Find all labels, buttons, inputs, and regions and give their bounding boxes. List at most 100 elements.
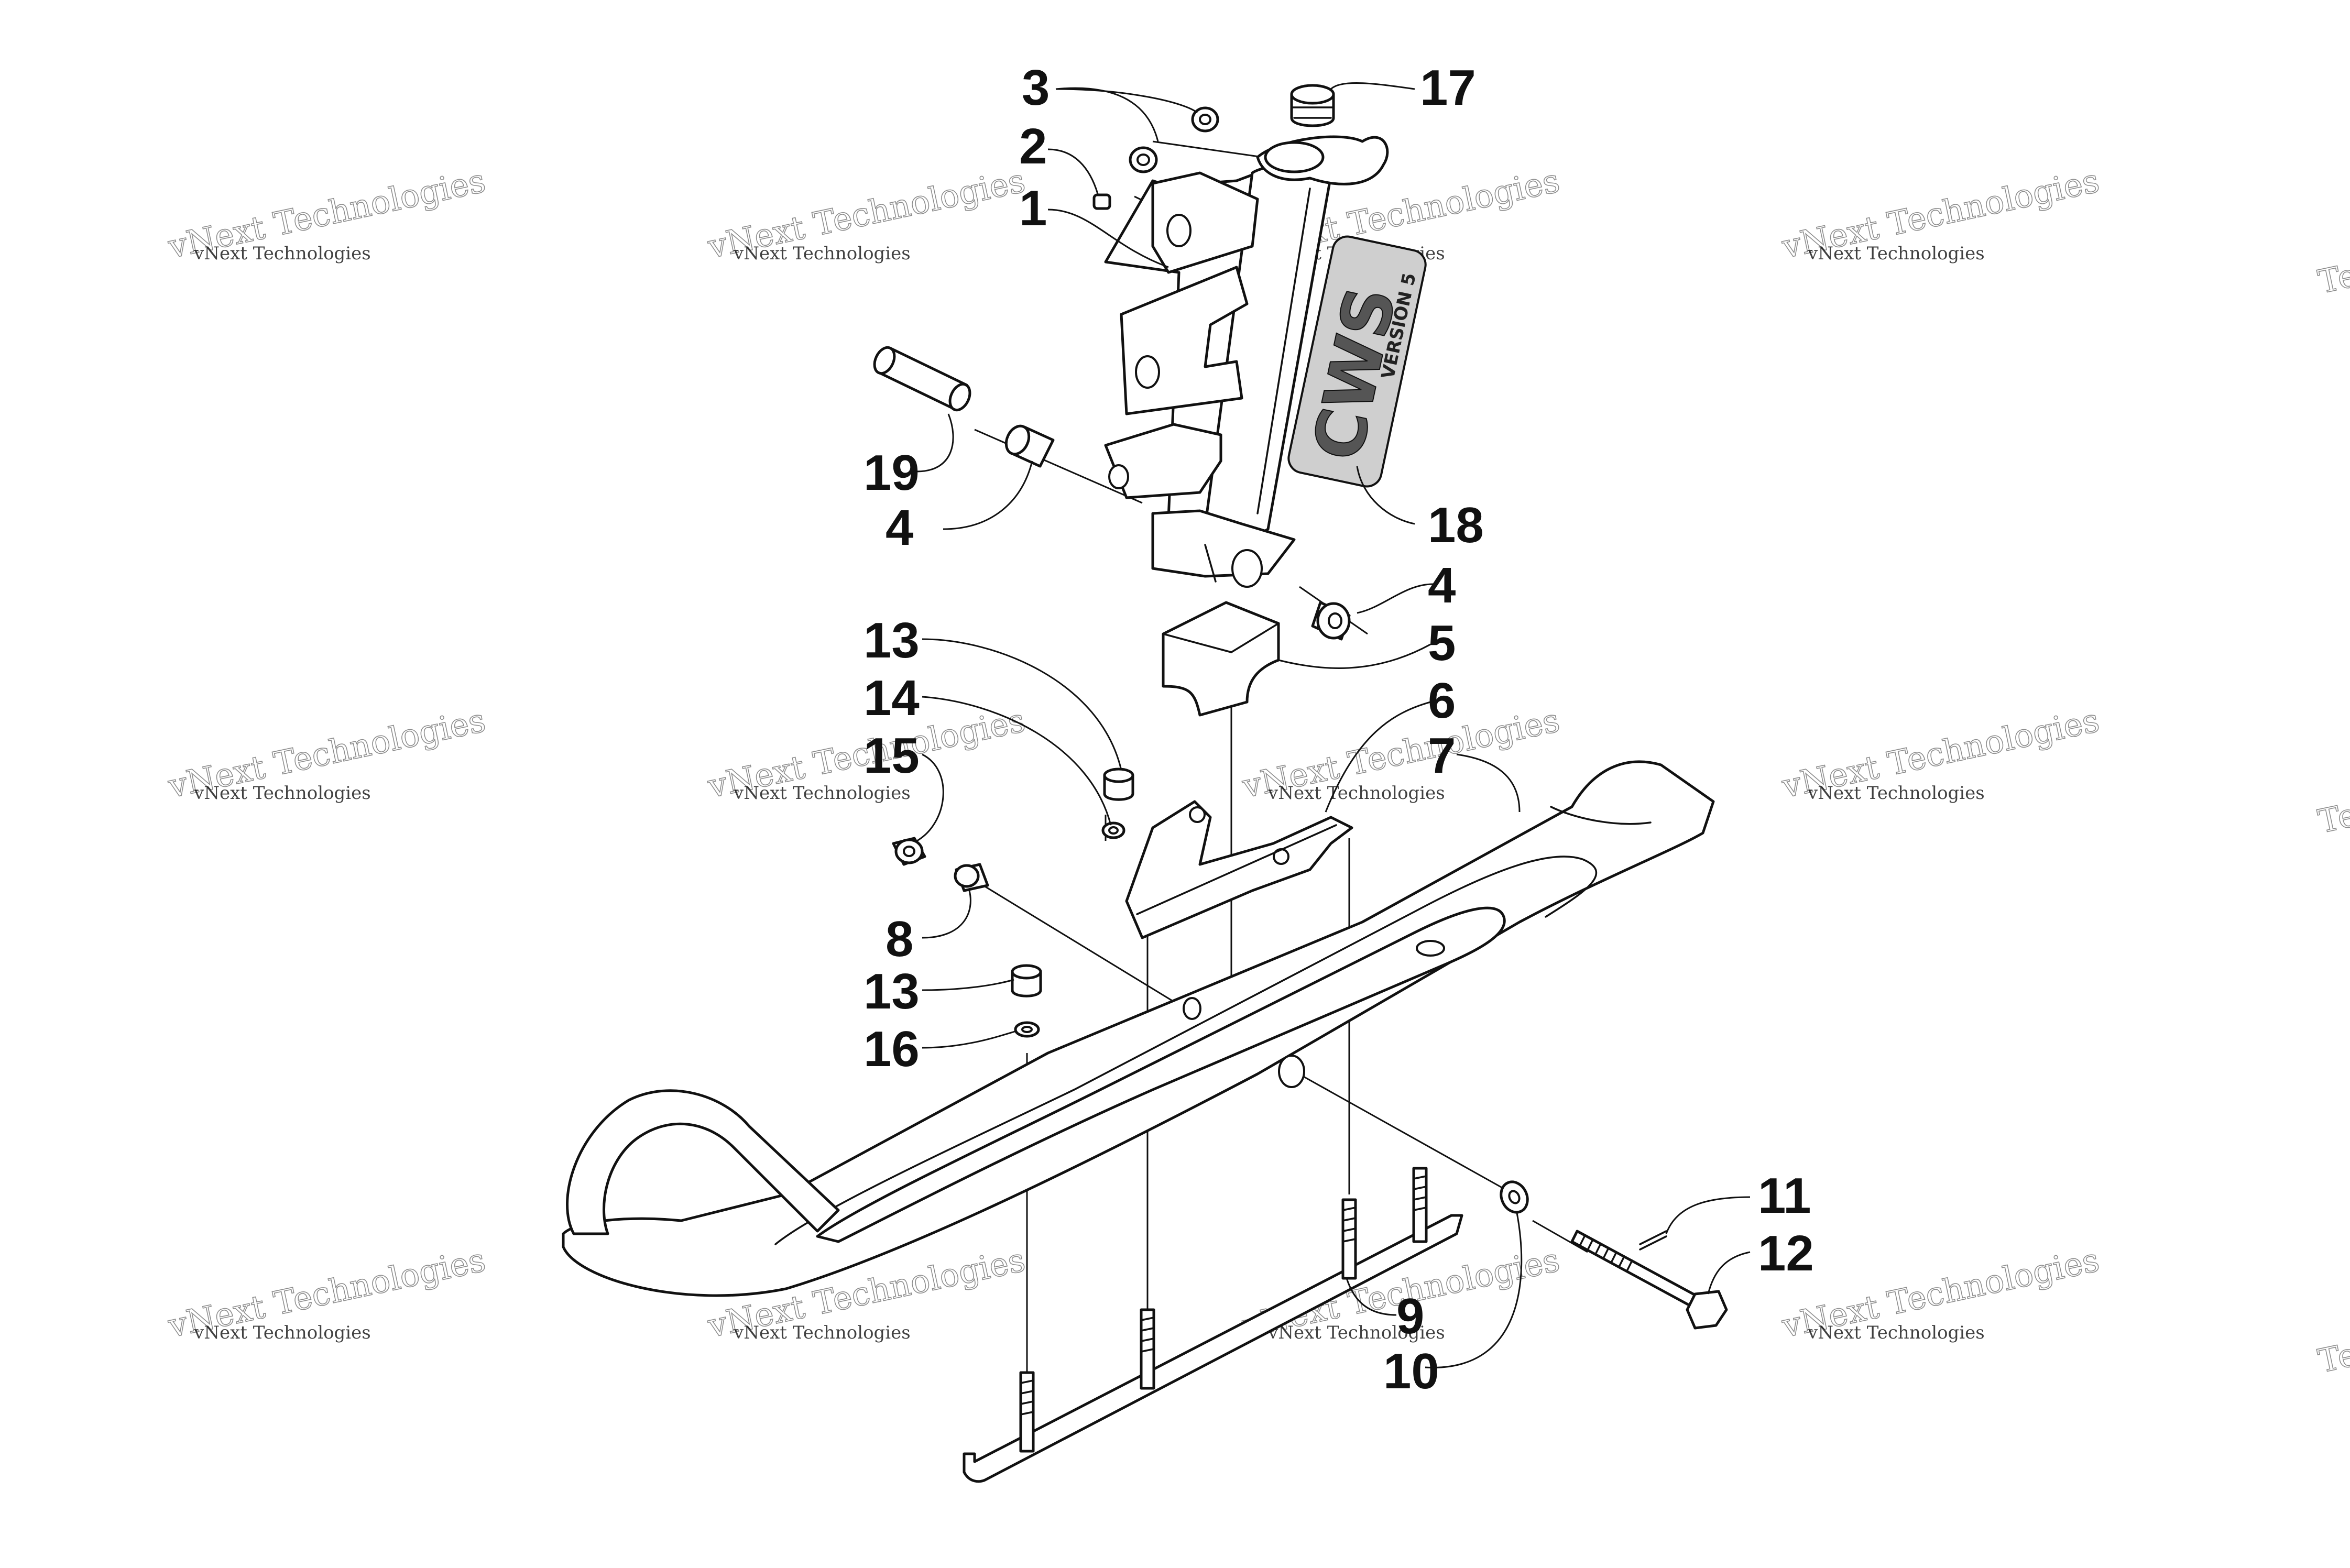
washer-hole [1199, 114, 1211, 125]
ski-tip-line [1550, 806, 1652, 825]
leader-8 [922, 890, 971, 939]
leader-3 [1055, 88, 1198, 114]
leader-18 [1356, 466, 1415, 525]
cap-top [1290, 84, 1335, 105]
watermark: vNext Technologies vNext Technologies [1238, 700, 1563, 806]
ski-hole [1278, 1055, 1305, 1088]
leader-4 [943, 460, 1033, 530]
knuckle-hole [1231, 549, 1263, 588]
stud-thread [1020, 1175, 1427, 1416]
callout-6: 6 [1428, 673, 1456, 729]
watermark-big-text: Technologies [2315, 759, 2350, 841]
callout-4: 4 [1428, 557, 1456, 613]
leader-16 [922, 1030, 1017, 1049]
sleeve-part-8 [954, 863, 989, 892]
saddle-edge [1162, 633, 1232, 653]
bolt-thread [1571, 1230, 1633, 1272]
cotter-pin [1639, 1230, 1667, 1245]
ski-hole [1183, 997, 1201, 1020]
cotter-pin [1204, 544, 1217, 583]
sleeve-end [873, 346, 896, 375]
watermark-edge: Technologies [2314, 1298, 2350, 1380]
bushing-hole [1328, 612, 1342, 629]
watermark: vNext Technologies vNext Technologies [1778, 161, 2103, 266]
watermark-small-text: vNext Technologies [733, 783, 911, 804]
watermark-big-text: Technologies [2315, 219, 2350, 301]
ski-saddle-part-6 [1125, 800, 1353, 939]
nut-part-13-upper [1103, 767, 1134, 801]
washer-part-14 [1101, 821, 1125, 839]
watermark-edge: Technologies [2314, 218, 2350, 301]
leader-13b [922, 979, 1014, 991]
cotter-pin-part-11 [1639, 1230, 1667, 1251]
saddle-part-5 [1162, 601, 1280, 717]
leader-3 [1055, 87, 1159, 142]
clamp-hole [1166, 214, 1192, 247]
callout-9: 9 [1396, 1288, 1424, 1344]
ski-part-7 [562, 760, 1715, 1297]
bushing-end [1004, 424, 1031, 456]
wear-bar-stud [1412, 1167, 1428, 1243]
ski-saddle [1125, 800, 1353, 939]
lock-nut-top [1103, 767, 1134, 783]
nut-hole [1136, 153, 1150, 166]
ski-loop-handle [566, 1089, 840, 1235]
bushing-part-4-right [1311, 601, 1351, 641]
watermark-small-text: vNext Technologies [193, 1322, 371, 1343]
callout-7: 7 [1428, 728, 1456, 784]
lower-bracket [1104, 423, 1222, 499]
callout-11: 11 [1758, 1168, 1811, 1224]
callouts: 3 2 1 17 19 4 18 4 5 13 14 6 15 7 8 13 1… [864, 60, 1814, 1399]
callout-3: 3 [1022, 60, 1050, 116]
decal-part-18: CWS VERSION 5 [1287, 235, 1427, 488]
ski-channel-inner [816, 906, 1506, 1243]
watermark: vNext Technologies vNext Technologies [164, 700, 489, 806]
watermark-edge: Technologies [2314, 758, 2350, 841]
watermark-small-text: vNext Technologies [1807, 243, 1985, 264]
callout-17: 17 [1420, 60, 1476, 116]
callout-8: 8 [886, 911, 913, 967]
saddle-hole [1189, 806, 1206, 823]
spindle-part-1 [1104, 135, 1389, 588]
leader-14 [922, 696, 1112, 826]
ski-hole [1416, 940, 1445, 957]
callout-10: 10 [1383, 1343, 1439, 1399]
leader-7 [1456, 753, 1521, 813]
callout-4: 4 [886, 500, 913, 556]
sleeve-end [948, 382, 971, 412]
cap-part-17 [1290, 84, 1335, 127]
leader-19 [916, 413, 954, 473]
callout-14: 14 [864, 670, 920, 726]
leader-17 [1330, 82, 1415, 90]
ski-channel-outer [774, 856, 1598, 1245]
cotter-pin [1639, 1235, 1667, 1251]
callout-12: 12 [1758, 1225, 1814, 1281]
watermark-small-text: vNext Technologies [733, 243, 911, 264]
grease-fitting-part-2 [1092, 193, 1111, 210]
callout-19: 19 [864, 445, 920, 501]
saddle-flange [1136, 824, 1337, 915]
leader-10 [1425, 1212, 1523, 1368]
watermark: vNext Technologies vNext Technologies [704, 161, 1029, 266]
wear-bar [963, 1214, 1463, 1483]
lock-nut-top [1011, 964, 1042, 980]
leader-15 [916, 753, 944, 842]
axis-line [1294, 1070, 1515, 1196]
watermark-small-text: vNext Technologies [1807, 1322, 1985, 1343]
callout-1: 1 [1019, 180, 1047, 236]
callout-5: 5 [1428, 615, 1456, 671]
leader-11 [1665, 1196, 1751, 1234]
nut-part-13-lower [1011, 964, 1042, 997]
tube-highlight [1256, 188, 1311, 514]
leader-13a [922, 638, 1122, 771]
leader-1 [1047, 209, 1169, 268]
saddle-edge [1230, 622, 1280, 653]
callout-16: 16 [864, 1021, 920, 1077]
leader-5 [1278, 643, 1431, 669]
bushing-part-4 [1004, 424, 1055, 468]
watermark-small-text: vNext Technologies [193, 783, 371, 804]
bolt-part-12 [1570, 1230, 1728, 1330]
watermark: vNext Technologies vNext Technologies [164, 161, 489, 266]
leader-lines [916, 82, 1751, 1368]
